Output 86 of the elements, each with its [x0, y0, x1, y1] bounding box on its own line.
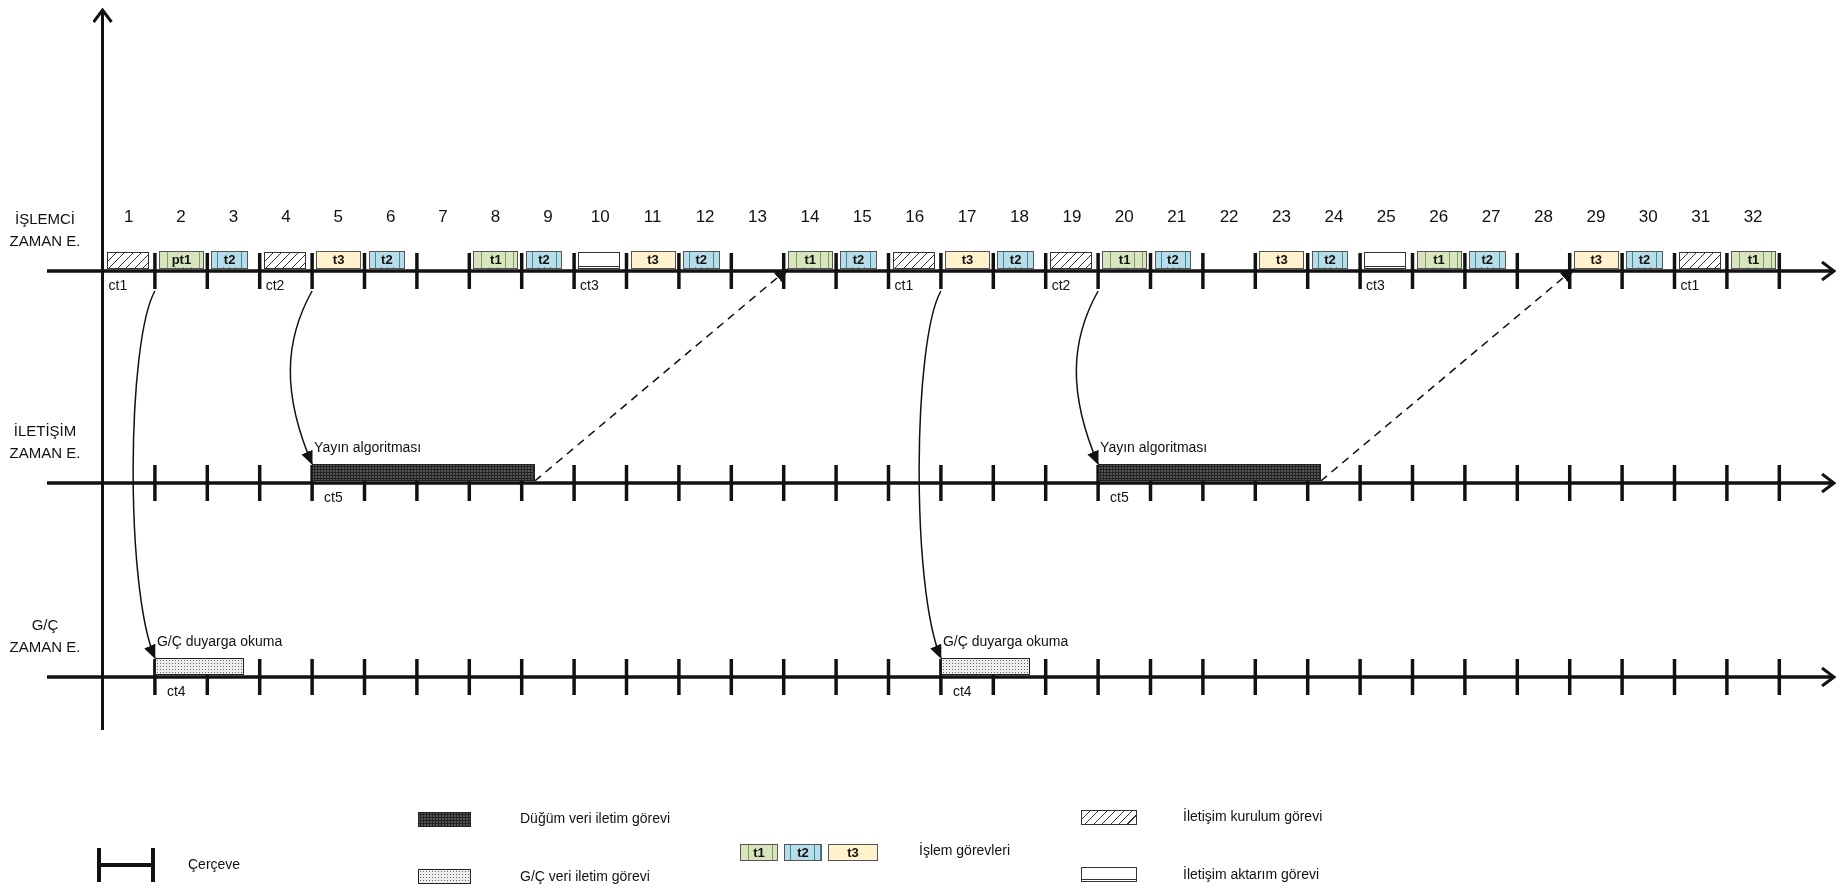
frame-number: 27	[1480, 207, 1502, 227]
frame-number: 22	[1218, 207, 1240, 227]
task-block: t1	[1102, 251, 1148, 269]
curved-arrow	[1075, 290, 1099, 465]
dashed-arrow	[534, 268, 789, 482]
task-label: ct3	[1366, 277, 1385, 293]
task-label: ct1	[1680, 277, 1700, 293]
task-block: t3	[944, 251, 990, 269]
frame-number: 28	[1533, 207, 1554, 227]
legend-sample: t3	[828, 844, 878, 861]
task-block: t3	[316, 251, 362, 269]
task-label: ct1	[108, 277, 128, 293]
frame-number: 32	[1742, 207, 1764, 227]
task-label: ct2	[265, 277, 285, 293]
frame-number: 16	[904, 207, 926, 227]
task-block: t2	[525, 251, 563, 269]
task-block: t2	[1154, 251, 1192, 269]
frame-number: 10	[589, 207, 611, 227]
legend-label: Düğüm veri iletim görevi	[520, 810, 671, 826]
legend-sample: t2	[784, 844, 822, 861]
task-label: ct4	[166, 683, 186, 699]
task-block: t2	[211, 251, 248, 269]
frame-number: 12	[694, 207, 716, 227]
task-block: t2	[368, 251, 406, 269]
task-block: t1	[787, 251, 833, 269]
frame-number: 15	[851, 207, 873, 227]
legend-label: İletişim kurulum görevi	[1183, 808, 1323, 824]
frame-number: 24	[1323, 207, 1345, 227]
frame-number: 5	[332, 207, 345, 227]
frame-number: 4	[280, 207, 292, 227]
frame-number: 29	[1585, 207, 1607, 227]
task-block: t1	[473, 251, 519, 269]
legend-label: İletişim aktarım görevi	[1183, 866, 1320, 882]
axis-label: İŞLEMCİ ZAMAN E.	[8, 209, 82, 251]
task-block: t3	[1259, 251, 1305, 269]
task-label: ct3	[580, 277, 599, 293]
frame-number: 30	[1637, 207, 1659, 227]
frame-number: 26	[1428, 207, 1450, 227]
task-title: G/Ç duyarga okuma	[156, 633, 283, 649]
task-label: ct5	[324, 489, 343, 505]
frame-number: 9	[542, 207, 554, 227]
frame-number: 21	[1166, 207, 1188, 227]
frame-number: 17	[956, 207, 978, 227]
frame-number: 31	[1690, 207, 1712, 227]
frame-number: 3	[227, 207, 240, 227]
curved-arrow	[132, 290, 157, 659]
axis-label: G/Ç ZAMAN E.	[8, 615, 82, 657]
task-label: ct2	[1051, 277, 1071, 293]
task-block: pt1	[158, 251, 204, 269]
legend-sample: t1	[740, 844, 778, 861]
task-block: t2	[997, 251, 1034, 269]
task-block: t2	[1311, 251, 1349, 269]
frame-number: 2	[175, 207, 187, 227]
frame-number: 18	[1009, 207, 1030, 227]
frame-number: 25	[1375, 207, 1397, 227]
task-block: t2	[1468, 251, 1506, 269]
legend-label: İşlem görevleri	[919, 842, 1011, 858]
frame-number: 1	[122, 207, 135, 227]
task-block: t1	[1730, 251, 1776, 269]
frame-number: 23	[1271, 207, 1292, 227]
frame-number: 6	[384, 207, 397, 227]
task-block: t3	[1573, 251, 1619, 269]
frame-number: 19	[1061, 207, 1083, 227]
task-block: t3	[630, 251, 676, 269]
frame-number: 8	[489, 207, 502, 227]
task-block: t2	[1626, 251, 1663, 269]
axis-label: İLETİŞİM ZAMAN E.	[8, 421, 82, 463]
task-title: G/Ç duyarga okuma	[942, 633, 1069, 649]
task-label: ct4	[952, 683, 972, 699]
task-block: t2	[682, 251, 720, 269]
legend-label: G/Ç veri iletim görevi	[520, 868, 650, 884]
frame-number: 20	[1113, 207, 1135, 227]
dashed-arrow	[1320, 268, 1575, 482]
task-title: Yayın algoritması	[1100, 439, 1208, 455]
frame-number: 11	[642, 207, 663, 227]
frame-number: 13	[747, 207, 768, 227]
task-label: ct1	[894, 277, 914, 293]
legend-label: Çerçeve	[188, 856, 241, 872]
frame-number: 14	[799, 207, 821, 227]
task-title: Yayın algoritması	[314, 439, 422, 455]
frame-number: 7	[437, 207, 449, 227]
task-label: ct5	[1110, 489, 1129, 505]
curved-arrow	[289, 290, 313, 465]
curved-arrow	[918, 290, 943, 659]
task-block: t2	[840, 251, 877, 269]
task-block: t1	[1416, 251, 1462, 269]
